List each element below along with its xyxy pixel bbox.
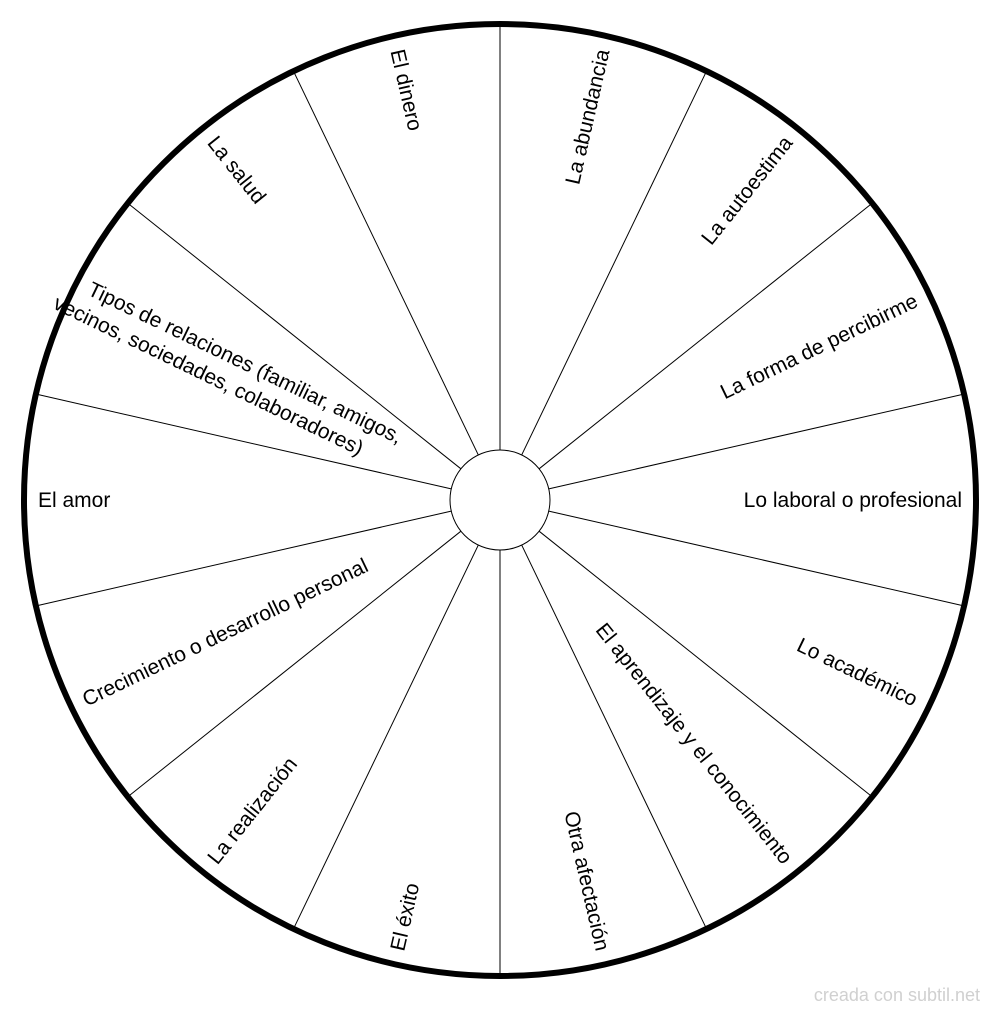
segment-label-line: El amor [38, 489, 110, 512]
spoke-divider [521, 72, 707, 456]
segment-label: Lo laboral o profesional [744, 489, 962, 512]
center-hub [449, 449, 551, 551]
spoke-divider [129, 530, 462, 796]
spoke-divider [521, 544, 707, 928]
spoke-divider [129, 204, 462, 470]
spoke-divider [293, 544, 479, 928]
spoke-divider [548, 510, 963, 606]
segment-label-line: Lo laboral o profesional [744, 489, 962, 512]
spoke-divider [37, 394, 452, 490]
segment-label: El amor [38, 489, 110, 512]
spoke-divider [293, 72, 479, 456]
spoke-divider [538, 530, 871, 796]
spoke-divider [37, 510, 452, 606]
spoke-divider [548, 394, 963, 490]
spoke-divider [538, 204, 871, 470]
watermark: creada con subtil.net [813, 985, 980, 1005]
